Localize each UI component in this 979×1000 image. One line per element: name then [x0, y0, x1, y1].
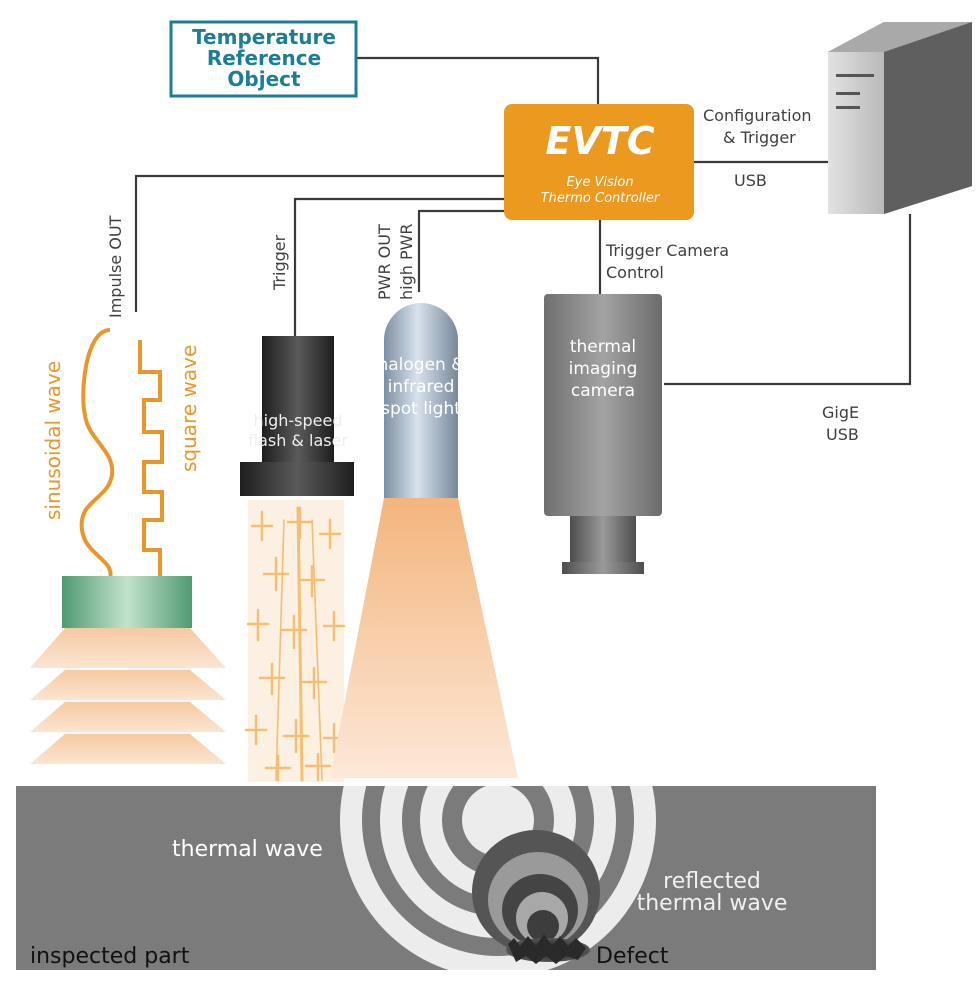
camera-label-line2: imaging — [569, 359, 638, 379]
inspected-part: thermal wave reflected thermal wave insp… — [16, 786, 876, 970]
temperature-reference-line1: Temperature — [192, 25, 336, 49]
temperature-reference-object: Temperature Reference Object — [169, 20, 358, 98]
flash-sparks — [244, 500, 346, 782]
wave-generator: sinusoidal wave square wave — [30, 328, 226, 764]
evtc-subtitle-line2: Thermo Controller — [541, 191, 661, 206]
reflected-label-line1: reflected — [663, 869, 761, 894]
halogen-label-line1: halogen & — [377, 355, 464, 375]
inspected-part-label: inspected part — [30, 944, 190, 969]
halogen-label-line2: infrared — [388, 377, 455, 397]
sinusoidal-wave-curve — [79, 328, 115, 579]
wiring — [134, 56, 912, 386]
reflected-label-line2: thermal wave — [637, 891, 788, 916]
evtc-title: EVTC — [545, 119, 654, 163]
camera-label-line1: thermal — [570, 337, 636, 357]
pwr-out-label: PWR OUT — [375, 224, 394, 300]
evtc-subtitle-line1: Eye Vision — [566, 175, 633, 190]
trigger-label: Trigger — [270, 234, 289, 291]
halogen-label-line3: spot light — [381, 399, 461, 419]
usb-label-2: USB — [826, 425, 859, 444]
defect-mark — [506, 934, 590, 964]
trigger-camera-label-line2: Control — [606, 263, 664, 282]
flash-label-line2: flash & laser — [248, 431, 348, 450]
computer-icon — [828, 22, 972, 214]
high-pwr-label: high PWR — [397, 223, 416, 300]
halogen-spot-light: halogen & infrared spot light — [330, 303, 518, 778]
thermal-wave-label: thermal wave — [172, 837, 323, 862]
reflected-wave-rings — [472, 830, 600, 954]
square-wave-label: square wave — [177, 345, 201, 472]
flash-label-line1: high-speed — [254, 411, 343, 430]
usb-label: USB — [734, 171, 767, 190]
thermal-imaging-camera: thermal imaging camera — [544, 294, 662, 574]
evtc-controller: EVTC Eye Vision Thermo Controller — [504, 104, 694, 220]
wave-emitter-block — [62, 576, 192, 628]
defect-label: Defect — [596, 944, 669, 969]
config-trigger-label-line2: & Trigger — [723, 128, 796, 147]
config-trigger-label-line1: Configuration — [703, 106, 812, 125]
camera-label-line3: camera — [571, 381, 635, 401]
temperature-reference-line3: Object — [227, 67, 301, 91]
sinusoidal-wave-label: sinusoidal wave — [41, 361, 65, 520]
trigger-camera-label-line1: Trigger Camera — [605, 241, 729, 260]
square-wave-curve — [138, 340, 164, 578]
flash-laser-device: high-speed flash & laser — [240, 336, 354, 782]
impulse-out-label: Impulse OUT — [106, 215, 125, 318]
temperature-reference-line2: Reference — [207, 46, 321, 70]
gige-label: GigE — [822, 403, 859, 422]
